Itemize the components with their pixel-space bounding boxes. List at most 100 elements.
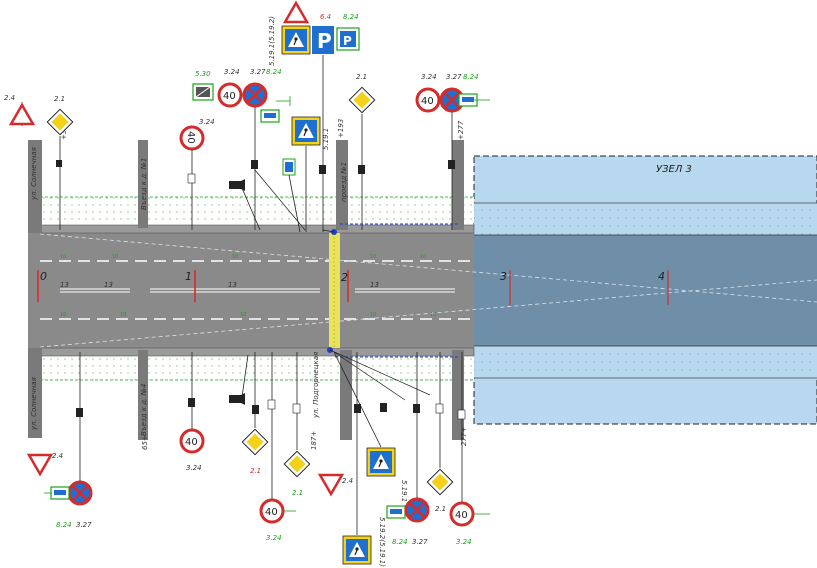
code-tow-north-2: 8.24 <box>463 73 479 81</box>
code-crosswalk-south: 5.19.1 <box>400 480 408 502</box>
road <box>28 140 475 440</box>
section-1: 1 <box>185 270 192 283</box>
sign-yield-north <box>9 102 35 126</box>
code-crosswalk-south-2: 5.19.2(5.19.1) <box>378 517 386 567</box>
station-p193: +193 <box>337 119 345 138</box>
code-speed-north-2: 3.24 <box>224 68 240 76</box>
code-speed-north-1: 3.24 <box>199 118 215 126</box>
speed-label-s3: 40 <box>455 510 468 521</box>
sign-speed-40-north-2: 40 <box>217 82 243 108</box>
sign-parking-small <box>282 158 296 176</box>
code-tow-south-2: 8.24 <box>392 538 408 546</box>
speed-label-s1: 40 <box>185 437 198 448</box>
sign-crosswalk-north-top <box>281 25 311 55</box>
parking-letter-2: P <box>343 34 352 48</box>
code-main-south-1: 2.1 <box>250 467 261 475</box>
code-no-stop-north-1: 3.27 <box>250 68 266 76</box>
code-no-stop-south-1: 3.27 <box>76 521 92 529</box>
code-speed-north-3: 3.24 <box>421 73 437 81</box>
code-speed-south-2: 3.24 <box>266 534 282 542</box>
sign-main-road-south-3 <box>426 468 454 496</box>
sign-yield-south-2 <box>318 473 344 496</box>
code-main-south-3: 2.1 <box>435 505 446 513</box>
code-no-stop-south-2: 3.27 <box>412 538 428 546</box>
sign-tow-south-2 <box>386 505 406 519</box>
sign-speed-40-north-1: 40 <box>179 125 205 151</box>
speed-label-s2: 40 <box>265 507 278 518</box>
entry-north: Въезд к д. №1 <box>140 158 148 210</box>
code-yield-south: 2.4 <box>52 452 63 460</box>
entry-south: Въезд к д. №4 <box>140 384 148 436</box>
sign-no-stop-north-1 <box>242 82 268 108</box>
code-parking-north: 6.4 <box>320 13 331 21</box>
code-parking-north-2: 8.24 <box>343 13 359 21</box>
code-no-stop-north-2: 3.27 <box>446 73 462 81</box>
sign-no-stop-south-1 <box>67 480 93 506</box>
sign-speed-40-north-3: 40 <box>415 87 441 113</box>
code-zone-north: 5.30 <box>195 70 211 78</box>
code-tow-south-1: 8.24 <box>56 521 72 529</box>
code-speed-south-1: 3.24 <box>186 464 202 472</box>
section-2: 2 <box>341 271 348 284</box>
speed-label-n3: 40 <box>421 96 434 107</box>
sign-main-road-north-1 <box>46 108 74 136</box>
svg-text:10: 10 <box>60 254 66 260</box>
sign-speed-40-south-3: 40 <box>449 501 475 527</box>
street-south: ул. Солнечная <box>30 377 38 431</box>
sidewalks <box>40 196 474 381</box>
sign-tow-north-1 <box>260 109 280 123</box>
svg-text:10: 10 <box>112 254 118 260</box>
sign-yield-south <box>27 453 53 476</box>
leader-lines <box>254 169 431 401</box>
lane-width-1: 13 <box>60 281 69 289</box>
passage-north: проезд №1 <box>340 162 348 202</box>
station-p187: 187+ <box>310 431 318 450</box>
svg-text:10: 10 <box>430 312 436 318</box>
station-p65: 65+ <box>141 435 149 450</box>
sign-crosswalk-south <box>366 447 396 477</box>
code-tow-north-1: 8.24 <box>266 68 282 76</box>
lane-width-2: 13 <box>104 281 113 289</box>
sign-yield-north-top <box>283 1 309 24</box>
svg-text:10: 10 <box>370 312 376 318</box>
sign-speed-40-south-2: 40 <box>259 498 285 524</box>
code-main-south-2: 2.1 <box>292 489 303 497</box>
sign-tow-south-1 <box>50 486 70 500</box>
sign-crosswalk-north <box>291 116 321 146</box>
guide-lines <box>39 233 817 348</box>
code-speed-south-3: 3.24 <box>456 538 472 546</box>
svg-text:10: 10 <box>120 312 126 318</box>
speed-label-n2: 40 <box>223 91 236 102</box>
sign-main-road-south-2 <box>283 450 311 478</box>
station-p277n: +277 <box>457 120 465 140</box>
podgorny-street: ул. Подгорнецкая <box>312 352 320 419</box>
svg-text:10: 10 <box>370 254 376 260</box>
section-4: 4 <box>658 270 665 283</box>
section-3: 3 <box>500 270 507 283</box>
street-labels: ул. Солнечная ул. Солнечная Въезд к д. №… <box>30 119 468 450</box>
blue-guide <box>335 223 460 358</box>
station-p277s: 277+ <box>460 427 468 446</box>
svg-text:10: 10 <box>60 312 66 318</box>
code-yield-south-2: 2.4 <box>342 477 353 485</box>
lane-markings <box>40 260 474 320</box>
code-main-north-1: 2.1 <box>54 95 65 103</box>
code-main-north-2: 2.1 <box>356 73 367 81</box>
lane-width-3: 13 <box>228 281 237 289</box>
speed-label-n1: 40 <box>185 131 196 144</box>
zone-label: УЗЕЛ 3 <box>656 164 692 175</box>
sign-no-stop-south-2 <box>404 497 430 523</box>
station-p30: +30 <box>60 125 68 140</box>
code-crosswalk-north-2: 5.19.1(5.19.2) <box>268 16 276 66</box>
lane-width-4: 13 <box>370 281 379 289</box>
sign-crosswalk-south-bottom <box>342 535 372 565</box>
zone-node-3: УЗЕЛ 3 <box>473 155 817 425</box>
sign-speed-40-south-1: 40 <box>179 428 205 454</box>
svg-text:10: 10 <box>232 254 238 260</box>
svg-text:10: 10 <box>420 254 426 260</box>
section-0: 0 <box>40 270 47 283</box>
sign-main-road-north-2 <box>348 86 376 114</box>
parking-letter-1: P <box>317 29 332 53</box>
